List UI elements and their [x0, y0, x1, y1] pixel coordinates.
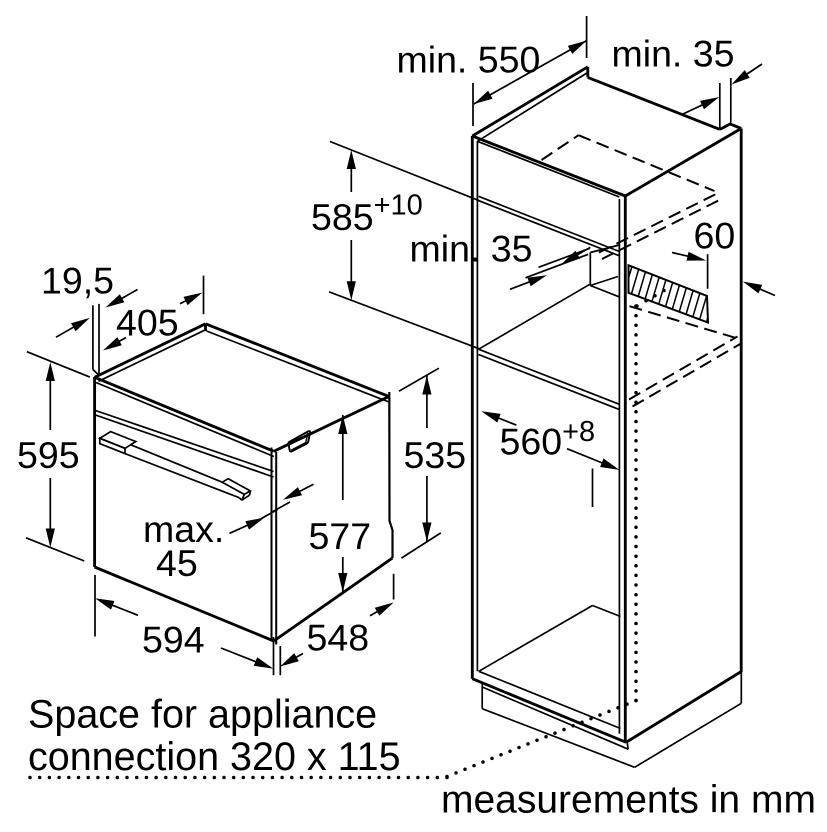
svg-text:min. 550: min. 550: [397, 38, 541, 80]
svg-text:548: 548: [307, 617, 370, 659]
svg-text:19,5: 19,5: [41, 260, 114, 302]
svg-text:min. 35: min. 35: [410, 228, 533, 270]
svg-text:measurements in mm: measurements in mm: [441, 779, 816, 822]
svg-text:535: 535: [404, 434, 467, 476]
svg-text:max.: max.: [143, 508, 224, 550]
svg-text:577: 577: [309, 515, 372, 557]
svg-text:595: 595: [17, 434, 80, 476]
svg-text:45: 45: [156, 542, 198, 584]
svg-text:connection 320 x 115: connection 320 x 115: [28, 735, 401, 779]
svg-text:405: 405: [116, 302, 179, 344]
svg-text:Space for appliance: Space for appliance: [28, 693, 377, 737]
svg-text:min. 35: min. 35: [612, 33, 735, 75]
svg-text:594: 594: [142, 619, 205, 661]
svg-text:60: 60: [694, 214, 736, 256]
